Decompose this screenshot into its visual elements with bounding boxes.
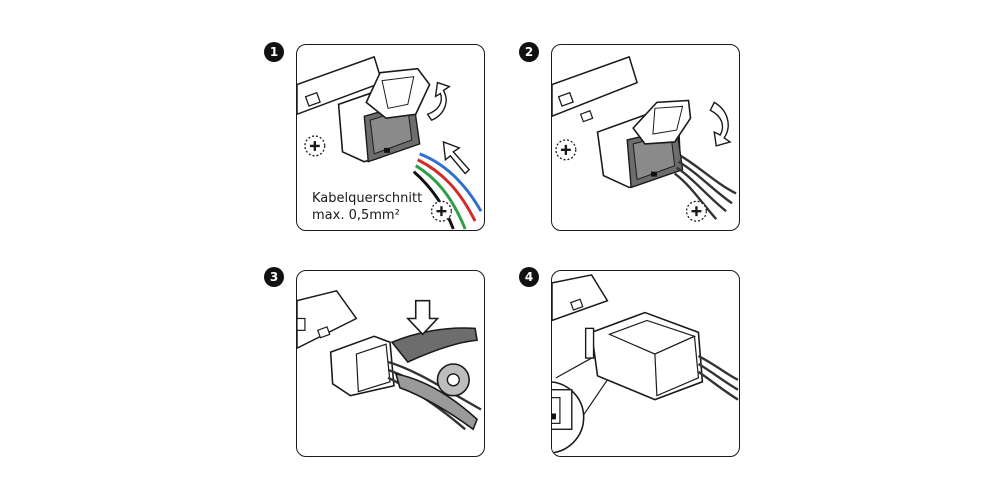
zoom-detail-callout <box>552 381 585 454</box>
step-number-badge: 2 <box>519 42 539 62</box>
led-chip <box>557 91 574 107</box>
rotate-arrow-icon <box>709 101 732 147</box>
step-4-illustration <box>552 274 739 454</box>
polarity-plus-icon <box>685 200 707 222</box>
step-3-panel <box>296 270 485 457</box>
polarity-plus-icon <box>430 200 452 222</box>
lid-inner <box>381 76 415 109</box>
step-1-panel: Kabelquerschnitt max. 0,5mm² <box>296 44 485 231</box>
press-down-arrow-icon <box>405 299 440 336</box>
contact-slot <box>650 171 657 177</box>
led-chip <box>579 110 594 123</box>
wire <box>697 362 739 391</box>
pliers-upper-jaw <box>390 327 478 363</box>
wire <box>387 360 482 411</box>
led-chip <box>316 326 331 339</box>
zoom-callout-line <box>555 357 592 379</box>
pliers-lower-jaw <box>394 372 479 431</box>
lid-inner <box>652 105 684 135</box>
wire <box>676 166 727 213</box>
connector-lid-closed <box>355 343 391 393</box>
step-2-illustration <box>552 55 737 222</box>
led-strip <box>552 55 639 118</box>
step-3-illustration <box>297 289 482 431</box>
step-4-panel <box>551 270 740 457</box>
polarity-plus-icon <box>304 135 326 157</box>
wire-green <box>414 164 467 230</box>
led-chip <box>569 298 584 311</box>
wire <box>680 154 737 195</box>
led-chip <box>304 91 321 107</box>
wire-black <box>412 170 455 230</box>
step-1-illustration <box>297 55 483 230</box>
wire <box>697 355 739 381</box>
step-2-panel <box>551 44 740 231</box>
wire-gauge-caption: Kabelquerschnitt max. 0,5mm² <box>312 190 422 224</box>
caption-line-1: Kabelquerschnitt <box>312 191 423 206</box>
insert-arrow-icon <box>442 140 471 175</box>
step-number-badge: 3 <box>264 267 284 287</box>
contact-slot <box>384 147 391 153</box>
step-number-badge: 1 <box>264 42 284 62</box>
polarity-plus-icon <box>555 139 577 161</box>
locking-tab <box>584 327 595 359</box>
rotate-arrow-icon <box>426 81 451 122</box>
led-strip <box>297 289 358 350</box>
led-chip <box>297 317 306 331</box>
pliers-pivot-hole <box>446 373 460 387</box>
connector-front <box>654 335 700 397</box>
step-number-badge: 4 <box>519 267 539 287</box>
wire-blue <box>419 152 483 212</box>
led-strip <box>552 274 609 322</box>
wire <box>697 370 739 401</box>
wire <box>673 172 718 220</box>
wire <box>678 160 733 205</box>
wire-red <box>417 158 477 222</box>
caption-line-2: max. 0,5mm² <box>312 208 400 223</box>
